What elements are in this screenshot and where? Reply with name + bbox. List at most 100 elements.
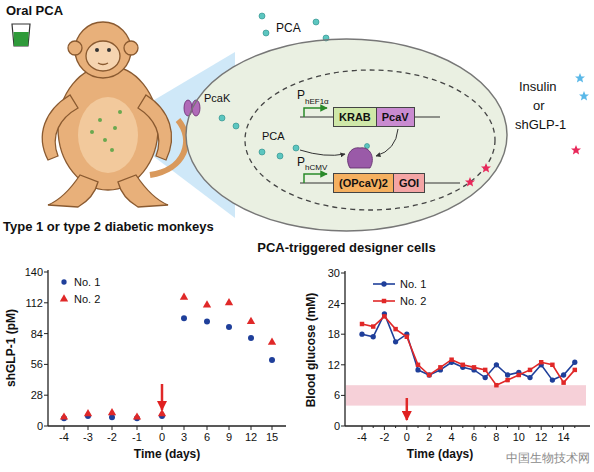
tick-label: -2 <box>380 431 390 444</box>
legend-text: No. 1 <box>400 278 426 290</box>
legend-text: No. 1 <box>74 276 100 288</box>
data-point <box>483 368 487 372</box>
expression-arrow <box>376 129 398 156</box>
tick <box>137 426 138 430</box>
data-point <box>133 412 141 419</box>
data-point <box>561 380 565 384</box>
pca-molecules <box>219 13 370 159</box>
cell-fill <box>186 39 508 231</box>
data-point <box>572 360 577 365</box>
data-point <box>438 365 442 369</box>
legend-item: No. 1 <box>58 276 100 288</box>
tick <box>518 426 519 430</box>
tick <box>341 334 345 335</box>
tick <box>44 426 48 427</box>
data-point <box>461 363 465 367</box>
data-line <box>362 316 575 385</box>
tick-label: 14 <box>557 431 569 444</box>
title-label: Oral PCA <box>6 4 63 19</box>
tick <box>496 426 497 430</box>
molecule-label: PCA <box>276 22 301 36</box>
tick <box>362 426 363 430</box>
legend-swatch <box>58 293 70 305</box>
repressor-symbol <box>348 148 373 168</box>
tick-label: 0 <box>334 420 340 433</box>
treatment-arrow <box>406 398 409 420</box>
data-point <box>550 377 555 382</box>
data-point <box>527 375 532 380</box>
tick-label: 56 <box>31 358 43 371</box>
tick <box>395 426 396 428</box>
legend-item: No. 2 <box>372 295 426 307</box>
tick <box>184 426 185 430</box>
tick <box>229 426 230 430</box>
tick <box>341 395 345 396</box>
data-point <box>550 363 554 367</box>
tick-label: 10 <box>513 431 525 444</box>
tick-label: 6 <box>204 431 210 444</box>
tick <box>440 426 441 428</box>
axis-title: Time (days) <box>134 448 200 462</box>
tick-label: 9 <box>226 431 232 444</box>
tick <box>574 426 575 428</box>
tick-label: 18 <box>328 328 340 341</box>
tick-label: 6 <box>334 389 340 402</box>
tick-label: -4 <box>357 431 367 444</box>
operator-box: (OPcaV)2 <box>333 173 394 193</box>
promoter-arrow <box>304 108 327 117</box>
data-point <box>225 298 233 305</box>
data-point <box>449 357 453 361</box>
tick <box>485 426 486 428</box>
data-point <box>393 327 397 331</box>
axis-title: Time (days) <box>407 448 473 462</box>
cell-heading: PCA-triggered designer cells <box>257 240 435 255</box>
data-point <box>405 335 409 339</box>
data-point <box>472 365 476 369</box>
data-point <box>180 292 188 299</box>
data-point <box>517 373 521 377</box>
tick-label: 15 <box>266 431 278 444</box>
tick-label: 0 <box>404 431 410 444</box>
product-label: Insulin <box>519 80 557 95</box>
tick <box>563 426 564 430</box>
data-line <box>362 314 575 380</box>
box-label: KRAB <box>339 110 371 124</box>
tick-label: 8 <box>493 431 499 444</box>
tick-label: -1 <box>132 431 142 444</box>
tick-label: 0 <box>159 431 165 444</box>
x-axis <box>48 425 286 426</box>
y-axis <box>344 271 345 426</box>
data-point <box>371 334 376 339</box>
cell-outline <box>185 38 508 232</box>
data-point <box>539 360 543 364</box>
tick <box>44 302 48 303</box>
x-axis <box>345 425 590 426</box>
data-point <box>247 317 255 324</box>
tick-label: 3 <box>181 431 187 444</box>
data-point <box>494 383 498 387</box>
axis-title: Blood glucose (mM) <box>305 293 319 408</box>
box-label: PcaV <box>382 110 409 124</box>
data-point <box>393 339 398 344</box>
legend-item: No. 1 <box>372 278 426 290</box>
tick <box>406 426 407 430</box>
data-point <box>248 335 254 341</box>
data-point <box>158 409 166 416</box>
tick <box>384 426 385 430</box>
product-label: or <box>533 99 545 114</box>
gene-box: PcaV <box>376 107 415 127</box>
data-point <box>203 300 211 307</box>
data-point <box>561 372 566 377</box>
tick <box>251 426 252 430</box>
promoter-label: P <box>297 89 305 103</box>
molecule-label: PCA <box>262 130 285 143</box>
tick <box>418 426 419 428</box>
tick <box>44 333 48 334</box>
tick-label: 30 <box>328 267 340 280</box>
box-label: (OPcaV)2 <box>339 176 388 190</box>
tick <box>162 426 163 430</box>
data-point <box>528 368 532 372</box>
implant-dots <box>90 110 122 152</box>
tick-label: 0 <box>37 420 43 433</box>
